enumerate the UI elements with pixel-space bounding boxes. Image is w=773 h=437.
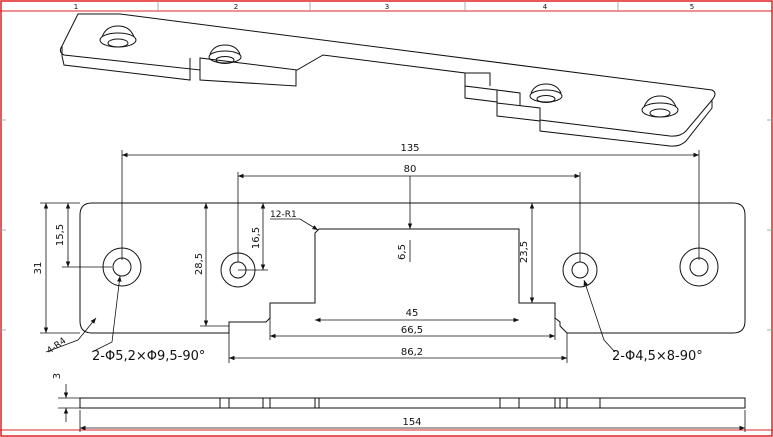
dim-45: 45 [406,308,419,319]
callout-left-holes: 2-Φ5,2×Φ9,5-90° [92,349,205,364]
dim-6-5: 6,5 [397,244,408,260]
side-view [79,397,746,409]
zone-number-2: 2 [234,3,238,11]
dim-66-5: 66,5 [401,325,423,336]
dim-135: 135 [400,143,419,154]
zone-number-1: 1 [74,3,78,11]
zone-number-3: 3 [385,3,389,11]
isometric-view [59,13,716,147]
callout-right-holes: 2-Φ4,5×8-90° [612,349,703,364]
dim-15-5: 15,5 [55,224,66,246]
zone-number-5: 5 [690,3,694,11]
dimension-lines [40,150,746,432]
iso-countersunk-hole-4 [641,95,679,118]
callout-12-r1: 12-R1 [270,210,297,220]
iso-countersunk-hole-2 [208,44,242,64]
dim-23-5: 23,5 [519,241,530,263]
iso-countersunk-hole-1 [99,25,137,48]
dim-80: 80 [404,164,417,175]
zone-number-4: 4 [543,3,548,11]
side-view-outline [79,397,746,409]
plate-outline [79,202,746,334]
dim-86-2: 86,2 [401,347,423,358]
dim-16-5: 16,5 [251,227,262,249]
iso-step-lines [189,58,521,106]
iso-countersunk-hole-3 [529,83,563,103]
iso-top-face [59,13,716,137]
dim-154: 154 [402,417,421,428]
iso-front-edge [61,46,713,147]
dim-31: 31 [33,262,44,275]
callout-4-r4: 4-R4 [45,336,68,356]
dimension-labels: 135 80 31 15,5 16,5 28,5 23,5 6,5 45 66,… [33,143,703,428]
dim-3: 3 [52,373,63,379]
dim-28-5: 28,5 [194,253,205,275]
